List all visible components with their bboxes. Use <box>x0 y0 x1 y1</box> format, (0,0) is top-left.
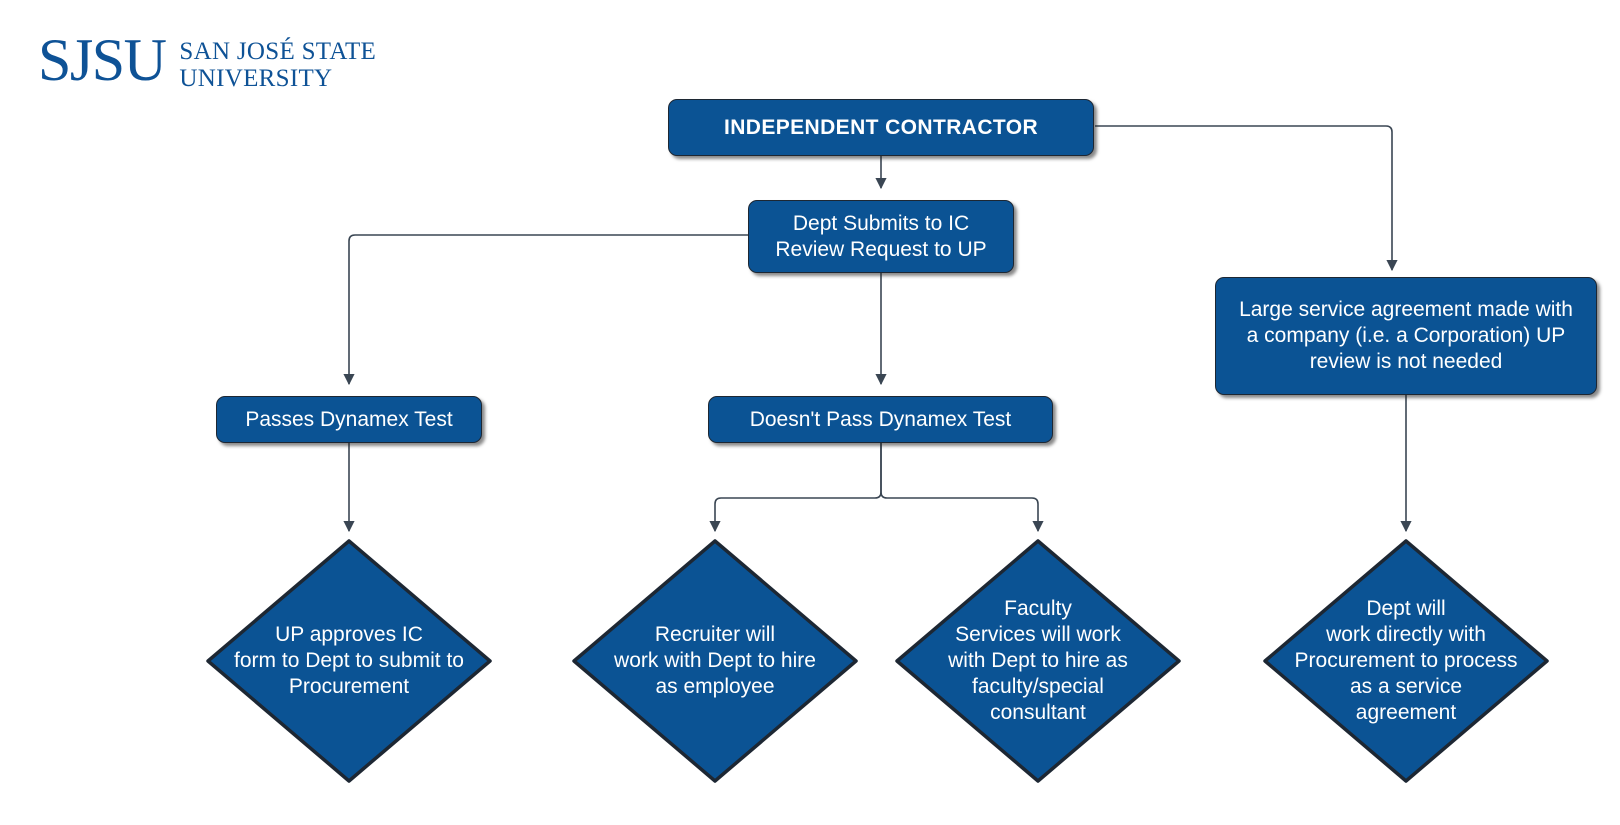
node-independent-contractor-label: INDEPENDENT CONTRACTOR <box>723 115 1039 139</box>
edge-dept-to-passes <box>343 234 748 386</box>
diamond-shape <box>895 539 1181 783</box>
diamond-shape <box>572 539 858 783</box>
edge-notpass-to-faculty <box>880 441 1044 533</box>
node-recruiter-hire-employee[interactable]: Recruiter will work with Dept to hire as… <box>570 537 860 785</box>
diamond-shape <box>206 539 492 783</box>
node-dept-submits-label: Dept Submits to IC Review Request to UP <box>775 211 987 261</box>
sjsu-logo-mark: SJSU <box>38 27 167 93</box>
sjsu-logo-wordmark: SAN JOSÉ STATE UNIVERSITY <box>179 38 376 92</box>
sjsu-logo-line-1: SAN JOSÉ STATE <box>179 38 377 65</box>
node-independent-contractor[interactable]: INDEPENDENT CONTRACTOR <box>668 99 1094 156</box>
sjsu-logo-line-2: UNIVERSITY <box>179 65 333 92</box>
node-passes-dynamex-test-label: Passes Dynamex Test <box>245 407 453 431</box>
node-dept-submits[interactable]: Dept Submits to IC Review Request to UP <box>748 200 1014 273</box>
node-up-approves-ic[interactable]: UP approves IC form to Dept to submit to… <box>204 537 494 785</box>
node-faculty-services[interactable]: Faculty Services will work with Dept to … <box>893 537 1183 785</box>
node-passes-dynamex-test[interactable]: Passes Dynamex Test <box>216 396 482 443</box>
sjsu-logo: SJSU SAN JOSÉ STATE UNIVERSITY <box>38 27 376 93</box>
node-doesnt-pass-dynamex-test-label: Doesn't Pass Dynamex Test <box>749 407 1012 431</box>
node-large-service-agreement-label: Large service agreement made with a comp… <box>1239 298 1573 373</box>
node-doesnt-pass-dynamex-test[interactable]: Doesn't Pass Dynamex Test <box>708 396 1053 443</box>
node-large-service-agreement[interactable]: Large service agreement made with a comp… <box>1215 277 1597 395</box>
node-dept-procurement-service-agreement[interactable]: Dept will work directly with Procurement… <box>1261 537 1551 785</box>
diamond-shape <box>1263 539 1549 783</box>
edge-ic-to-large <box>1095 125 1398 272</box>
edge-notpass-to-recruiter <box>709 441 882 533</box>
